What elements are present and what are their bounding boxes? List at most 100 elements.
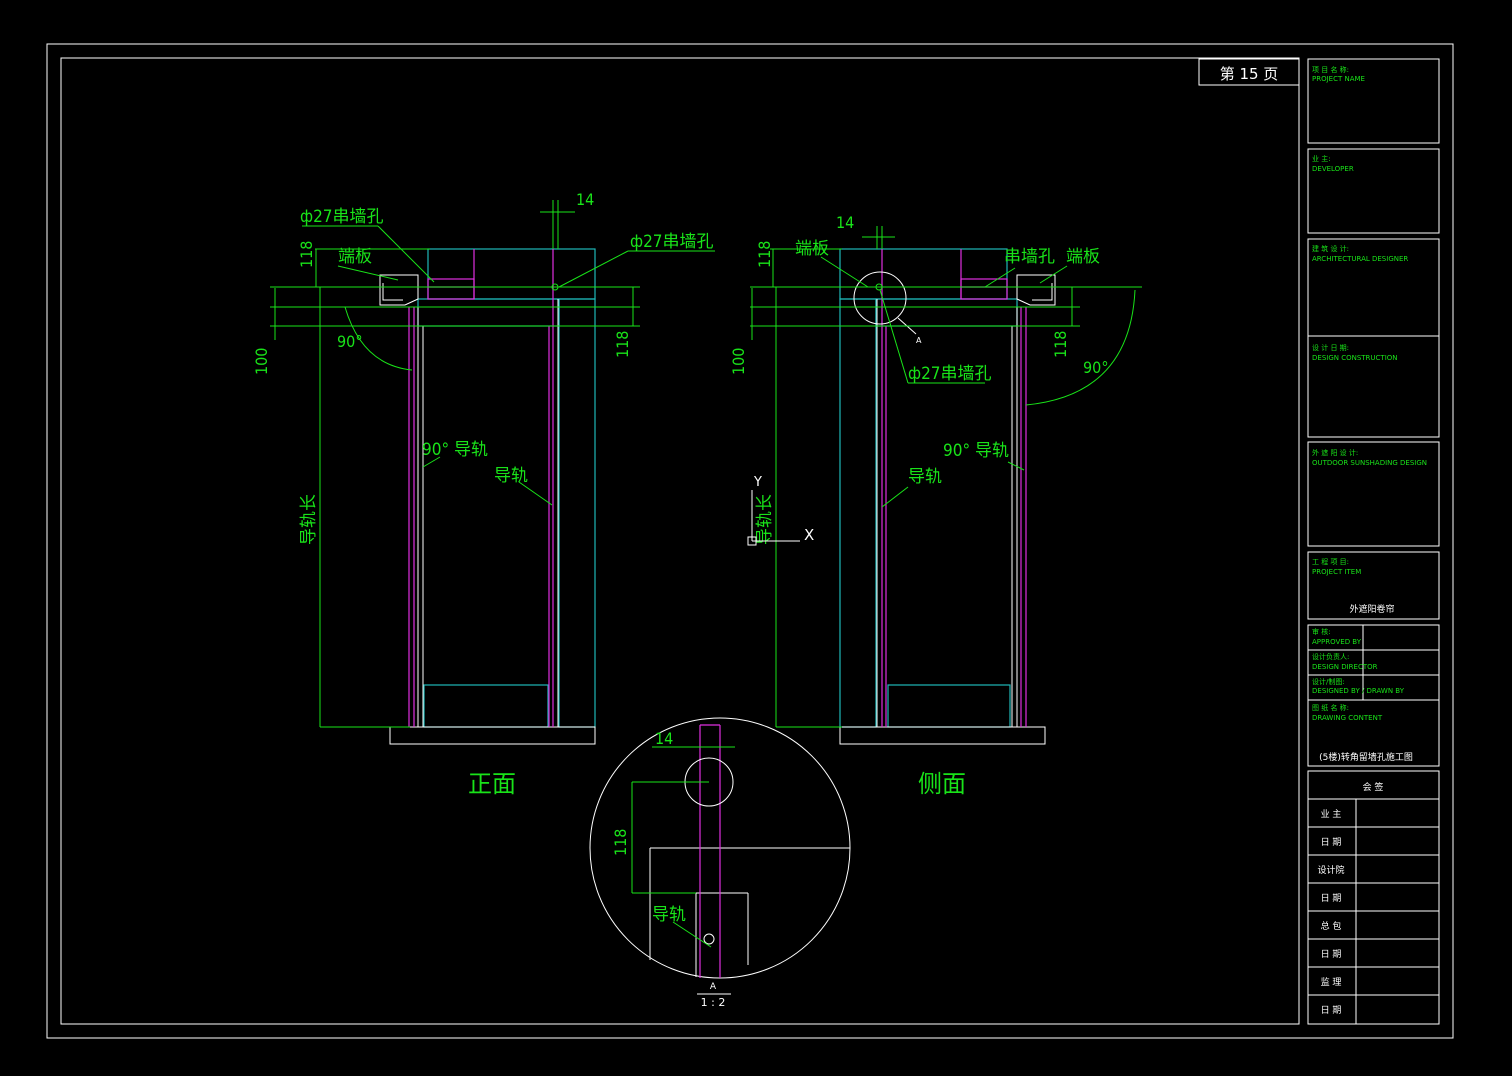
side-detail-callout-circle (853, 271, 907, 325)
tb-project-name-cn: 项 目 名 称: (1312, 65, 1349, 74)
tb-design-date-cn: 设 计 日 期: (1312, 343, 1349, 352)
tb-signoff-row-label: 日 期 (1321, 837, 1342, 848)
side-label-rail-length: 导轨长 (755, 494, 775, 545)
side-label-hole-bottom: ф27串墙孔 (908, 364, 992, 384)
page-label-box (1198, 58, 1300, 86)
ucs-origin-box (747, 536, 757, 546)
side-end-plate-inner (1032, 283, 1053, 301)
side-brick-bottom (887, 684, 1011, 728)
side-end-plate (1016, 274, 1056, 306)
front-label-hole-right: ф27串墙孔 (630, 232, 714, 252)
side-leader-endplate-left (820, 256, 869, 288)
tb-approval-en-2: DESIGNED BY / DRAWN BY (1312, 687, 1405, 695)
tb-architect-en: ARCHITECTURAL DESIGNER (1312, 255, 1408, 263)
tb-design-date-en: DESIGN CONSTRUCTION (1312, 354, 1398, 362)
side-view: A 端板 串墙孔 端板 ф27串墙孔 90° 90° 导轨 导轨 导轨长 14 … (729, 213, 1142, 798)
tb-owner-cell (1307, 148, 1440, 234)
title-block: 项 目 名 称: PROJECT NAME 业 主: DEVELOPER 建 筑… (1307, 58, 1440, 1025)
detail-dim-14-text: 14 (655, 729, 673, 748)
front-sill (389, 726, 596, 745)
tb-owner-cn: 业 主: (1312, 154, 1331, 163)
side-hole-strip (960, 278, 1008, 300)
tb-approval-en-1: DESIGN DIRECTOR (1312, 663, 1378, 671)
side-section-marker: A (916, 336, 922, 345)
side-label-endplate-right: 端板 (1066, 247, 1100, 267)
tb-architect-cell (1307, 238, 1440, 438)
side-leader-hole (984, 267, 1016, 288)
front-brick-right (558, 298, 596, 728)
tb-approval-cn-1: 设计负责人: (1312, 652, 1349, 661)
front-hole-strip (427, 278, 475, 300)
tb-project-item-value: 外遮阳卷帘 (1349, 603, 1394, 615)
front-end-plate (379, 274, 419, 306)
front-brick-top (427, 248, 596, 300)
side-label-endplate-left: 端板 (795, 239, 829, 259)
side-lintel (875, 298, 1018, 327)
tb-shading-en: OUTDOOR SUNSHADING DESIGN (1312, 459, 1427, 467)
front-dim-118-right-text: 118 (613, 331, 632, 358)
front-dim-100-text: 100 (252, 348, 271, 375)
front-dim-14-text: 14 (576, 190, 594, 209)
detail-small-hole (703, 933, 715, 945)
tb-project-name-cell (1307, 58, 1440, 144)
side-leader-rail90 (1007, 461, 1025, 471)
tb-drawing-content-cn: 图 纸 名 称: (1312, 703, 1349, 712)
detail-marker: A (710, 982, 717, 992)
tb-shading-cn: 外 遮 阳 设 计: (1312, 448, 1358, 457)
tb-signoff-row-label: 监 理 (1321, 976, 1342, 988)
tb-architect-cn: 建 筑 设 计: (1312, 244, 1349, 253)
tb-approval-cn-0: 审 核: (1312, 627, 1331, 636)
tb-project-item-cn: 工 程 项 目: (1312, 557, 1349, 566)
tb-signoff-cell (1307, 770, 1440, 1025)
tb-signoff-row-label: 业 主 (1321, 808, 1342, 820)
outer-border (46, 43, 1454, 1039)
page-label: 第 15 页 (1220, 65, 1279, 83)
front-leader-hole-right (558, 250, 629, 288)
front-label-angle: 90° (337, 332, 363, 351)
side-label-rail: 导轨 (908, 467, 942, 487)
tb-project-item-cell (1307, 551, 1440, 620)
front-lintel (417, 298, 560, 327)
side-label-rail90: 90° 导轨 (943, 441, 1009, 461)
front-label-hole: ф27串墙孔 (300, 207, 384, 227)
front-leader-rail90 (422, 456, 441, 468)
tb-signoff-row-label: 总 包 (1321, 920, 1342, 932)
side-sill (839, 726, 1046, 745)
front-end-plate-inner (382, 283, 403, 301)
detail-label-rail: 导轨 (652, 905, 686, 925)
tb-approval-en-0: APPROVED BY (1312, 638, 1362, 646)
side-label-hole: 串墙孔 (1004, 247, 1055, 267)
front-leader-endplate (337, 265, 399, 281)
tb-shading-cell (1307, 441, 1440, 547)
tb-drawing-content-value: (5楼)转角留墙孔施工图 (1319, 751, 1413, 763)
detail-scale: 1 : 2 (701, 996, 726, 1009)
ucs-icon: Y X (747, 475, 814, 546)
front-label-rail-length: 导轨长 (299, 494, 319, 545)
ucs-y-label: Y (753, 475, 762, 490)
side-view-title: 侧面 (918, 770, 966, 798)
side-dim-100-text: 100 (729, 348, 748, 375)
front-label-rail: 导轨 (494, 466, 528, 486)
side-dim-118-right-text: 118 (1051, 331, 1070, 358)
front-angle-arc (344, 306, 413, 371)
ucs-x-label: X (804, 526, 814, 544)
tb-signoff-row-label: 日 期 (1321, 1005, 1342, 1016)
side-angle-arc (1025, 289, 1136, 406)
tb-signoff-row-label: 日 期 (1321, 949, 1342, 960)
tb-owner-en: DEVELOPER (1312, 165, 1354, 173)
side-leader-endplate-right (1039, 265, 1068, 284)
tb-signoff-row-label: 设计院 (1317, 864, 1344, 876)
side-brick-top (839, 248, 1008, 300)
tb-signoff-title: 会 签 (1363, 781, 1384, 793)
front-leader-hole (377, 225, 435, 283)
front-view: ф27串墙孔 端板 ф27串墙孔 90° 90° 导轨 导轨 导轨长 14 11… (252, 190, 715, 798)
tb-drawing-content-en: DRAWING CONTENT (1312, 714, 1383, 722)
tb-approval-cell (1307, 624, 1440, 767)
front-label-rail90: 90° 导轨 (422, 440, 488, 460)
front-brick-bottom (423, 684, 549, 728)
front-dim-118-top-text: 118 (297, 241, 316, 268)
front-label-endplate: 端板 (338, 247, 372, 267)
side-leader-hole-bottom (879, 289, 909, 384)
